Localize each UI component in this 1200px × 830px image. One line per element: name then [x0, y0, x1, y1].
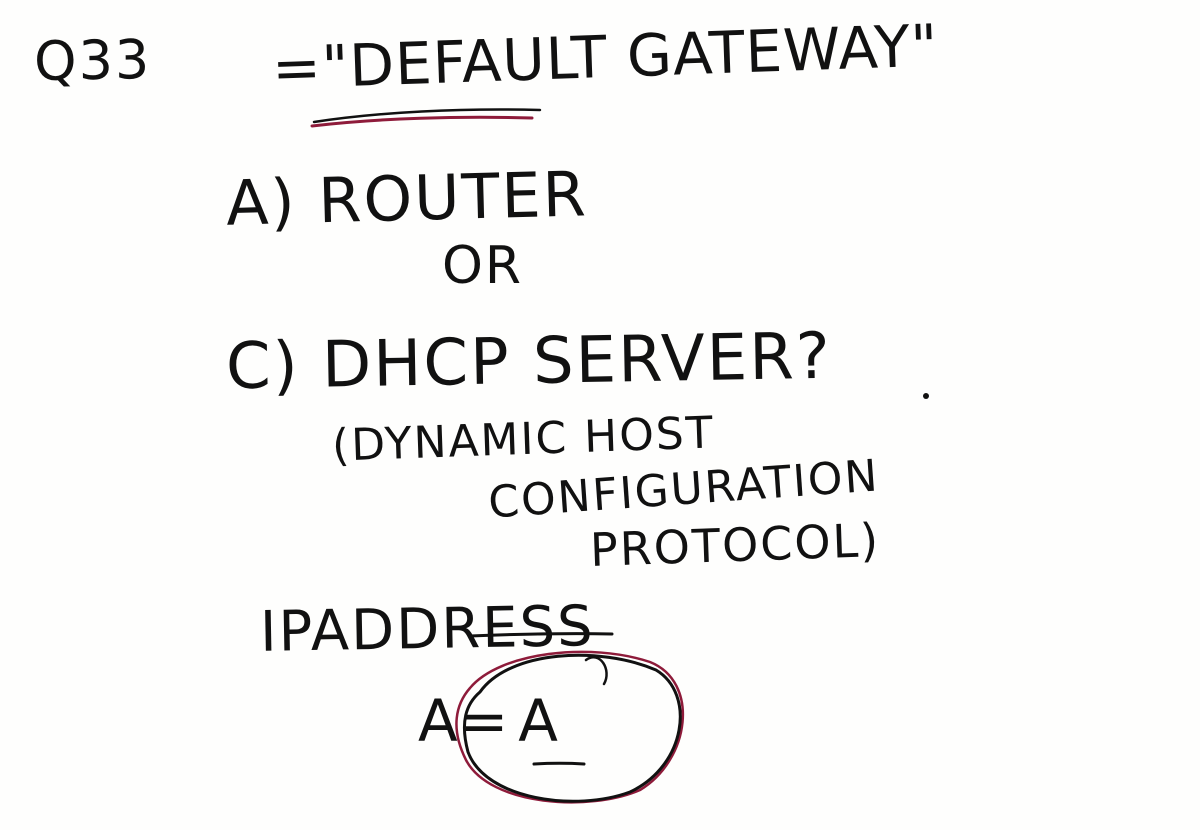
answer-prefix: A= [418, 687, 511, 755]
title-red-underline [310, 115, 534, 128]
dhcp-expansion-line-3: PROTOCOL) [589, 512, 881, 578]
question-mark-dot [923, 393, 929, 399]
answer: A=A [418, 692, 560, 750]
title-black-underline [312, 108, 542, 124]
question-number: Q33 [33, 27, 152, 94]
or-word: OR [442, 236, 524, 296]
answer-underline [532, 761, 586, 766]
note-title: ="DEFAULT GATEWAY" [271, 11, 940, 103]
answer-value: A [518, 687, 560, 755]
option-c: C) DHCP SERVER? [225, 319, 833, 405]
answer-scribble [584, 656, 608, 686]
ip-address-note: IPADDRESS [259, 594, 596, 665]
option-a: A) ROUTER [225, 157, 589, 240]
dhcp-expansion-line-1: (DYNAMIC HOST [331, 407, 716, 472]
